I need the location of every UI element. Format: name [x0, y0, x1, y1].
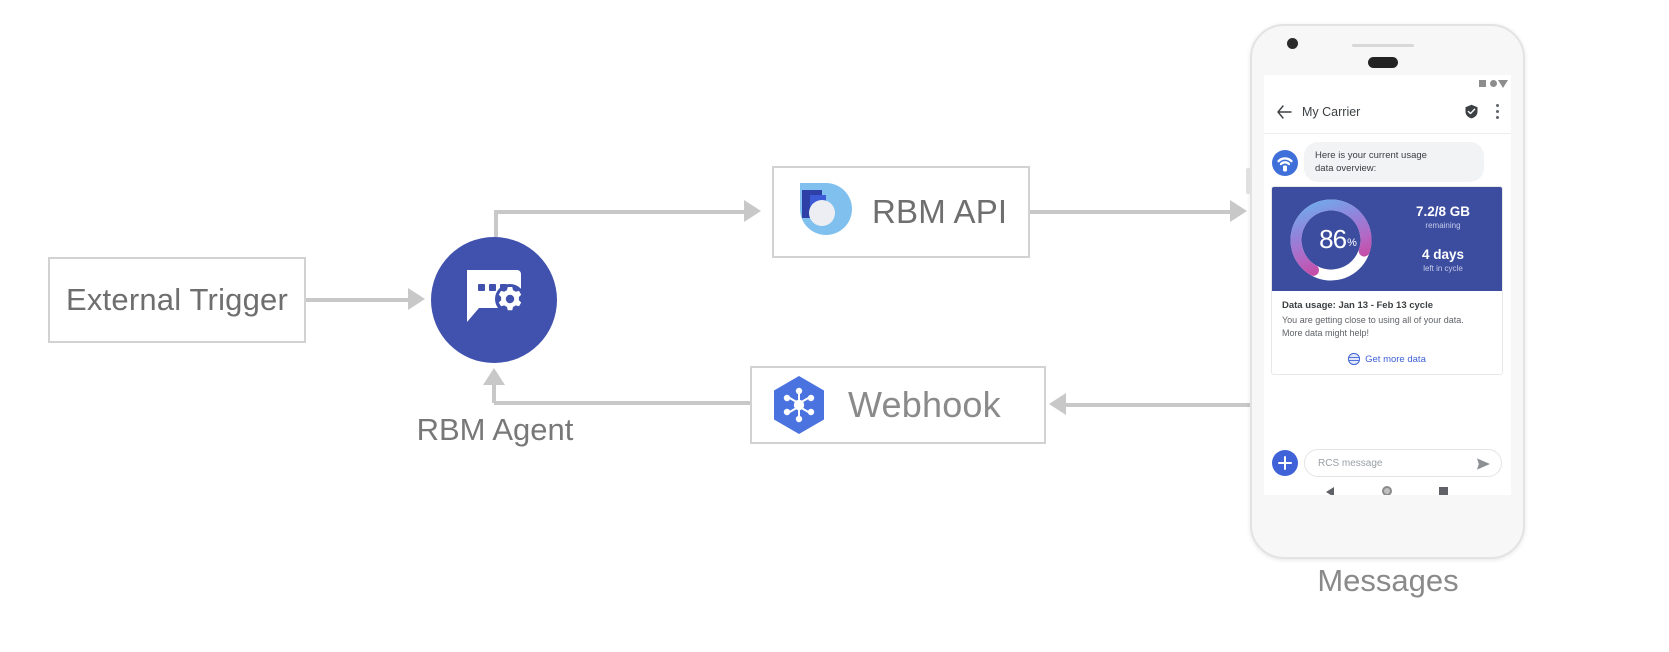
globe-icon: [1348, 353, 1361, 365]
rich-card-title: Data usage: Jan 13 - Feb 13 cycle: [1282, 300, 1434, 311]
nav-back-icon[interactable]: [1326, 487, 1334, 495]
circle-icon: [1490, 80, 1497, 87]
plus-icon[interactable]: [1272, 450, 1298, 476]
rbm-agent-node[interactable]: [431, 237, 557, 363]
arrowhead-agent-to-api: [744, 200, 761, 222]
gauge-stats: 7.2/8 GB remaining 4 days left in cycle: [1390, 202, 1502, 276]
get-more-data-label: Get more data: [1365, 353, 1426, 365]
connector-trigger-to-agent: [306, 298, 410, 302]
messages-label: Messages: [1317, 563, 1459, 598]
overflow-menu-icon[interactable]: [1496, 104, 1500, 120]
stat-value: 7.2/8 GB: [1415, 204, 1471, 219]
rcs-message-placeholder: RCS message: [1318, 458, 1383, 469]
chat-gear-icon: [467, 270, 525, 322]
rcs-message-input[interactable]: RCS message: [1304, 449, 1502, 477]
connector-webhook-to-agent-horizontal: [494, 401, 752, 405]
gauge-ring-icon: [1290, 199, 1372, 281]
android-nav-bar: [1264, 481, 1511, 495]
bubble-text-line2: data overview:: [1315, 163, 1377, 174]
phone-sensor-bar: [1352, 44, 1414, 47]
rich-card-body: Data usage: Jan 13 - Feb 13 cycle You ar…: [1272, 291, 1502, 345]
stat-value: 4 days: [1421, 247, 1465, 262]
bubble-text-line1: Here is your current usage: [1315, 150, 1427, 161]
gauge-percent-value: 86: [1319, 223, 1347, 254]
connector-api-to-phone: [1030, 210, 1234, 214]
back-arrow-icon[interactable]: [1276, 104, 1292, 120]
app-bar-title: My Carrier: [1302, 105, 1361, 119]
square-icon: [1479, 80, 1486, 87]
stat-label: remaining: [1425, 221, 1461, 230]
arrowhead-webhook-to-agent: [483, 368, 505, 385]
send-icon[interactable]: [1476, 457, 1491, 471]
phone-power-button[interactable]: [1246, 168, 1251, 194]
rich-card-description-line2: More data might help!: [1282, 327, 1370, 338]
webhook-box[interactable]: Webhook: [750, 366, 1046, 444]
connector-webhook-to-agent-vertical: [492, 385, 496, 403]
conversation-area: Here is your current usage data overview…: [1264, 134, 1511, 440]
rbm-agent-label: RBM Agent: [416, 412, 574, 447]
stat-label: left in cycle: [1423, 264, 1463, 273]
avatar: [1272, 150, 1298, 176]
signal-tower-icon: [1277, 157, 1293, 172]
data-usage-gauge-panel: 86 % 7.2/8 GB remaining 4 days left in c…: [1272, 187, 1502, 291]
wifi-icon: [1498, 80, 1508, 88]
stat-data-remaining: 7.2/8 GB remaining: [1390, 204, 1496, 231]
rich-card-description-line1: You are getting close to using all of yo…: [1282, 315, 1464, 325]
arrowhead-phone-to-webhook: [1049, 393, 1066, 415]
webhook-label: Webhook: [848, 384, 1001, 425]
rbm-api-box[interactable]: RBM API: [772, 166, 1030, 258]
verified-shield-icon: [1465, 104, 1478, 119]
gauge-value-group: 86 %: [1272, 187, 1390, 291]
arrowhead-trigger-to-agent: [408, 288, 425, 310]
phone-screen: My Carrier Here is your current usage d: [1264, 75, 1511, 495]
gauge-chart: 86 %: [1272, 187, 1390, 291]
connector-phone-to-webhook: [1066, 403, 1256, 407]
webhook-hexagon-icon: [774, 376, 824, 434]
message-bubble: Here is your current usage data overview…: [1304, 142, 1484, 182]
status-bar: [1264, 75, 1511, 93]
external-trigger-label: External Trigger: [65, 282, 289, 317]
arrowhead-api-to-phone: [1230, 200, 1247, 222]
nav-recents-icon[interactable]: [1439, 487, 1448, 495]
app-bar: My Carrier: [1264, 93, 1511, 134]
get-more-data-button[interactable]: Get more data: [1272, 345, 1502, 374]
phone-speaker: [1368, 57, 1398, 68]
connector-agent-to-api-vertical: [494, 210, 498, 250]
nav-home-icon[interactable]: [1382, 486, 1392, 495]
gauge-percent-symbol: %: [1347, 237, 1357, 249]
connector-agent-to-api-horizontal: [494, 210, 746, 214]
rbm-api-label: RBM API: [872, 193, 1008, 230]
rbm-api-icon: [796, 183, 852, 235]
rich-card[interactable]: 86 % 7.2/8 GB remaining 4 days left in c…: [1271, 186, 1503, 375]
external-trigger-box[interactable]: External Trigger: [48, 257, 306, 343]
stat-days-left: 4 days left in cycle: [1390, 247, 1496, 274]
message-composer: RCS message: [1264, 447, 1511, 481]
phone-camera-icon: [1287, 38, 1298, 49]
